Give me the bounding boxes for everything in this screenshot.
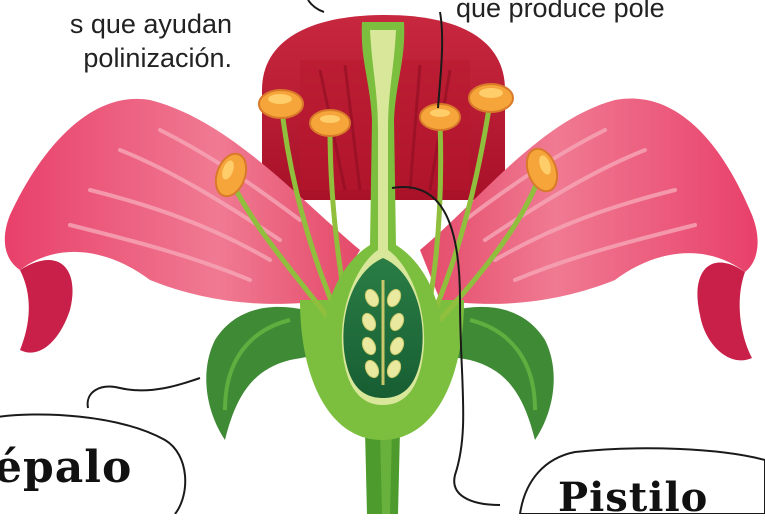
petal-caption: s que ayudan polinización. — [0, 7, 232, 75]
sepal-label: épalo — [0, 442, 132, 493]
sepal-leader-line — [88, 378, 200, 408]
stamen-caption: que produce pole — [456, 0, 665, 25]
top-leader-line — [308, 0, 324, 12]
petal-caption-line1: s que ayudan — [0, 7, 232, 41]
petal-caption-line2: polinización. — [0, 41, 232, 75]
